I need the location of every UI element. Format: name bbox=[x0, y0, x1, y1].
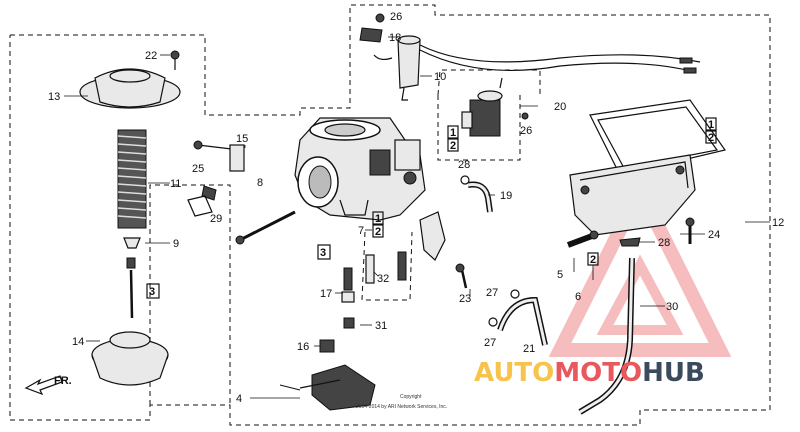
label-4: 4 bbox=[236, 393, 242, 405]
screw bbox=[170, 50, 180, 70]
float bbox=[279, 339, 376, 411]
box-3b bbox=[317, 244, 331, 260]
label-9: 9 bbox=[173, 238, 179, 250]
label-19: 19 bbox=[500, 190, 512, 202]
label-32: 32 bbox=[377, 273, 389, 285]
carburetor-body bbox=[294, 117, 426, 221]
clip bbox=[187, 185, 217, 217]
label-11: 11 bbox=[170, 178, 181, 190]
long-screw bbox=[235, 210, 296, 245]
label-2b: 2 bbox=[708, 132, 714, 144]
label-26b: 26 bbox=[520, 125, 532, 137]
box-1 bbox=[447, 125, 459, 139]
drain-screw bbox=[566, 230, 599, 248]
label-25: 25 bbox=[192, 163, 204, 175]
vacuum-piston bbox=[91, 331, 169, 386]
label-2c: 2 bbox=[375, 226, 381, 238]
front-direction-arrow: FR. bbox=[24, 375, 72, 396]
label-27: 27 bbox=[486, 287, 498, 299]
leader-lines bbox=[64, 36, 770, 399]
label-29: 29 bbox=[210, 213, 222, 225]
label-17: 17 bbox=[320, 288, 332, 300]
label-15: 15 bbox=[236, 133, 248, 145]
fuel-valve bbox=[461, 77, 529, 137]
choke-lever bbox=[419, 211, 446, 261]
spring bbox=[117, 129, 147, 229]
label-1: 1 bbox=[450, 127, 456, 139]
throttle-bracket bbox=[193, 140, 245, 172]
jet-needle bbox=[129, 269, 134, 319]
watermark-text: AUTOMOTOHUB bbox=[474, 358, 705, 388]
copyright-line-1: Copyright bbox=[400, 394, 422, 400]
label-22: 22 bbox=[145, 50, 157, 62]
label-21: 21 bbox=[523, 343, 535, 355]
label-14: 14 bbox=[72, 336, 84, 348]
frame-7 bbox=[361, 231, 413, 301]
label-8: 8 bbox=[257, 177, 263, 189]
slow-jet bbox=[365, 251, 407, 284]
wire-clamp bbox=[359, 13, 393, 61]
box-2c bbox=[372, 224, 384, 238]
label-3: 3 bbox=[149, 286, 155, 298]
label-16: 16 bbox=[297, 341, 309, 353]
frame-valve bbox=[437, 69, 541, 96]
main-jet bbox=[341, 267, 355, 329]
label-1b: 1 bbox=[708, 119, 714, 131]
screw-23 bbox=[455, 263, 468, 289]
label-27b: 27 bbox=[484, 337, 496, 349]
label-18: 18 bbox=[389, 32, 401, 44]
label-28b: 28 bbox=[658, 237, 670, 249]
box-1c bbox=[372, 211, 384, 225]
bowl-screw bbox=[685, 217, 695, 244]
label-30: 30 bbox=[666, 301, 678, 313]
copyright-line-2: 2004-2014 by ARI Network Services, Inc. bbox=[356, 404, 447, 410]
auto-choke bbox=[397, 35, 701, 101]
bowl-clip bbox=[619, 237, 641, 247]
label-13: 13 bbox=[48, 91, 60, 103]
label-5: 5 bbox=[557, 269, 563, 281]
label-10: 10 bbox=[434, 71, 446, 83]
label-2d: 2 bbox=[590, 254, 596, 266]
inner-boundary bbox=[149, 184, 231, 405]
label-7: 7 bbox=[358, 225, 364, 237]
float-bowl bbox=[569, 99, 726, 236]
label-3b: 3 bbox=[320, 247, 326, 259]
top-cap bbox=[79, 68, 181, 109]
label-23: 23 bbox=[459, 293, 471, 305]
label-2: 2 bbox=[450, 140, 456, 152]
needle-retainer bbox=[123, 237, 141, 269]
label-31: 31 bbox=[375, 320, 387, 332]
box-2b bbox=[705, 130, 717, 144]
front-arrow-label: FR. bbox=[54, 375, 72, 387]
vent-tube bbox=[497, 296, 548, 346]
label-20: 20 bbox=[554, 101, 566, 113]
box-1b bbox=[705, 117, 717, 131]
label-28: 28 bbox=[458, 159, 470, 171]
watermark-triangle-inner bbox=[596, 254, 684, 335]
watermark-triangle bbox=[548, 174, 732, 357]
hose-clip bbox=[460, 175, 470, 185]
label-24: 24 bbox=[708, 229, 720, 241]
label-6: 6 bbox=[575, 291, 581, 303]
label-26: 26 bbox=[390, 11, 402, 23]
box-2 bbox=[447, 138, 459, 152]
label-12: 12 bbox=[772, 217, 784, 229]
box-3 bbox=[146, 283, 160, 299]
label-1c: 1 bbox=[375, 213, 381, 225]
